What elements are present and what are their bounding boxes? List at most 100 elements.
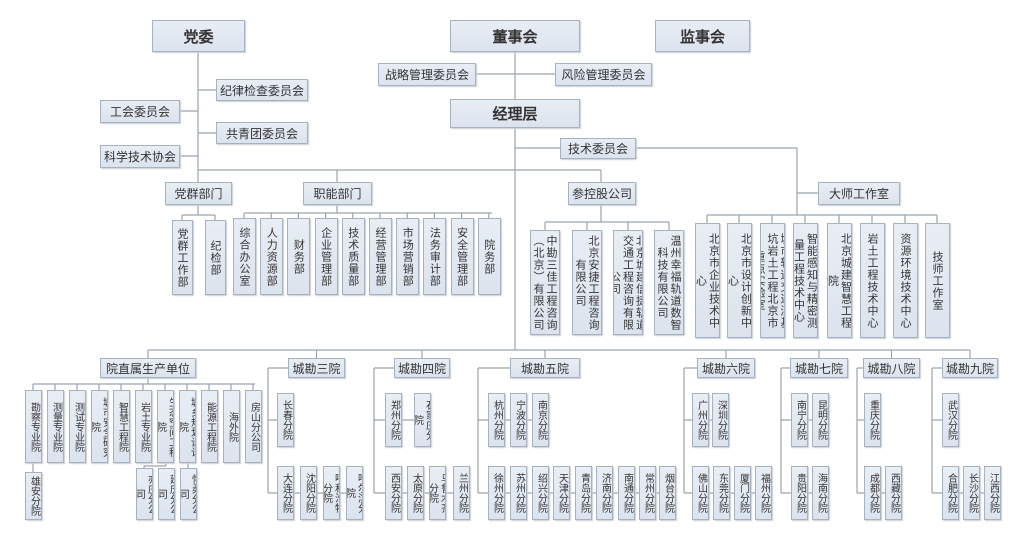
science-association-box: 科学技术协会 [100, 145, 180, 168]
branch-office-item: 南宁分院 [791, 393, 808, 447]
branch-office-item: 贵阳分院 [791, 466, 808, 520]
branch-institute-box: 城勘七院 [790, 358, 848, 378]
branch-institute-box: 城勘六院 [697, 358, 755, 378]
branch-office-item-label: 南宁分院 [794, 400, 806, 440]
branch-office-item-label: 徐州分院 [491, 473, 503, 513]
party-departments-box-label: 党群部门 [174, 187, 223, 201]
branch-office-item: 深圳分院 [712, 393, 729, 447]
tech-center-item: 智能感知与精密测量工程技术中心 [793, 223, 818, 338]
functional-dept-item-label: 企业管理部 [319, 226, 333, 287]
branch-office-item: 成都分院 [864, 466, 881, 520]
sub-branch-item: 雄安分院 [25, 472, 42, 520]
direct-unit-item: 勘察专业院 [25, 390, 42, 463]
branch-institute-box-label: 城勘四院 [397, 361, 446, 376]
direct-unit-item-label: 岩土专业院 [138, 401, 150, 452]
holding-company-item-label: 中勘三佳工程咨询（北京）有限公司 [532, 234, 558, 331]
party-committee-box: 党委 [152, 20, 245, 52]
party-departments-box: 党群部门 [165, 182, 232, 205]
board-box-label: 董事会 [492, 27, 538, 46]
direct-unit-item-label: 能源工程院 [204, 401, 216, 452]
tech-committee-box-label: 技术委员会 [567, 142, 628, 156]
direct-unit-item: 测试专业院 [69, 390, 86, 463]
branch-office-item: 东莞分院 [713, 466, 730, 520]
direct-unit-item-label: 生态空间工程院 [157, 396, 174, 457]
branch-office-item-label: 福州分院 [758, 473, 770, 513]
branch-office-item-label: 烟台分院 [662, 473, 674, 513]
tech-center-item-label: 北京市设计创新中心 [727, 232, 752, 329]
direct-unit-item: 岩土专业院 [135, 390, 152, 463]
functional-dept-item: 人力资源部 [260, 218, 284, 295]
branch-institute-box-label: 城勘八院 [867, 361, 916, 376]
branch-institute-box-label: 城勘九院 [945, 361, 994, 376]
management-box: 经理层 [450, 99, 580, 128]
sub-branch-item: 亦庄分公司 [136, 468, 153, 520]
holding-company-item: 北京安捷工程咨询有限公司 [572, 230, 602, 335]
functional-dept-item: 经营管理部 [369, 218, 392, 295]
branch-office-item-label: 成都分院 [867, 473, 879, 513]
branch-office-item-label: 天津分院 [556, 473, 568, 513]
party-dept-item-label: 党群工作部 [176, 227, 189, 288]
holding-company-item-label: 温州幸福轨道数智科技有限公司 [656, 234, 682, 331]
branch-institute-box-label: 城勘六院 [701, 361, 750, 376]
branch-office-item-label: 沈阳分院 [303, 473, 315, 513]
functional-dept-item-label: 安全管理部 [455, 226, 469, 287]
direct-unit-item-label: 测量专业院 [50, 401, 62, 452]
branch-office-item-label: 佛山分院 [695, 473, 707, 513]
holding-company-item-label: 北京安捷工程咨询有限公司 [574, 234, 600, 331]
functional-dept-item: 财务部 [287, 218, 311, 295]
branch-office-item: 徐州分院 [488, 466, 505, 520]
direct-unit-item: 生态空间工程院 [157, 390, 174, 463]
branch-office-item-label: 苏州分院 [513, 473, 525, 513]
discipline-committee-box: 纪律检查委员会 [216, 79, 308, 101]
sub-branch-item-label: 怀柔分公司 [180, 474, 197, 514]
sub-branch-item-label: 雄安分院 [28, 476, 40, 516]
tech-center-item-label: 智能感知与精密测量工程技术中心 [793, 232, 818, 329]
direct-unit-item: 城市安全研究院 [91, 390, 108, 463]
branch-office-item: 西藏分院 [885, 466, 902, 520]
branch-office-item-label: 广州分院 [695, 400, 707, 440]
branch-office-item: 宁波分院 [510, 393, 527, 447]
branch-office-item-label: 深圳分院 [715, 400, 727, 440]
holding-company-item: 中勘三佳工程咨询（北京）有限公司 [530, 230, 560, 335]
branch-office-item-label: 常州分院 [642, 473, 654, 513]
party-dept-item: 党群工作部 [172, 220, 193, 295]
holdings-box-label: 参控股公司 [571, 187, 632, 201]
branch-office-item: 郑州分院 [385, 393, 402, 447]
branch-office-item-label: 绍兴分院 [535, 473, 547, 513]
branch-office-item: 济南分院 [596, 466, 613, 520]
branch-office-item: 南京分院 [532, 393, 549, 447]
branch-office-item: 太原分院 [407, 466, 424, 520]
functional-departments-box: 职能部门 [303, 182, 372, 205]
direct-unit-item-label: 测试专业院 [72, 401, 84, 452]
direct-unit-item: 房山分公司 [245, 390, 262, 463]
branch-office-item-label: 西藏分院 [888, 473, 900, 513]
holding-company-item: 温州幸福轨道数智科技有限公司 [654, 230, 684, 335]
tech-committee-box: 技术委员会 [560, 138, 636, 159]
management-box-label: 经理层 [492, 105, 538, 123]
functional-dept-item-label: 院务部 [482, 238, 496, 275]
branch-institute-box: 城勘八院 [863, 358, 920, 378]
holding-company-item-label: 北京城建信捷轨道交通工程咨询有限公司 [613, 234, 643, 331]
branch-office-item-label: 哈尔滨分院 [346, 473, 363, 513]
tech-center-item: 北京城建智慧工程院 [827, 223, 852, 338]
branch-institute-box: 城勘三院 [288, 358, 345, 378]
direct-units-box-label: 院直属生产单位 [105, 361, 190, 376]
branch-office-item-label: 武汉分院 [945, 400, 957, 440]
functional-dept-item: 安全管理部 [450, 218, 474, 295]
tech-center-item: 城市轨道交通深基坑岩土工程北京市重点实验室 [760, 223, 785, 338]
tech-center-item-label: 北京市企业技术中心 [695, 232, 720, 329]
branch-office-item-label: 南通分院 [621, 473, 633, 513]
science-association-box-label: 科学技术协会 [103, 150, 176, 164]
branch-institute-box-label: 城勘七院 [794, 361, 843, 376]
sub-branch-item-label: 亦庄分公司 [136, 474, 153, 514]
branch-office-item-label: 西安分院 [388, 473, 400, 513]
direct-unit-item-label: 智慧工程院 [116, 401, 128, 452]
direct-unit-item: 能源工程院 [201, 390, 218, 463]
branch-office-item: 呼和浩特分院 [323, 466, 340, 520]
direct-unit-item: 城乡规划设计院 [179, 390, 196, 463]
functional-dept-item-label: 经营管理部 [374, 226, 387, 287]
branch-office-item-label: 江西分院 [987, 473, 999, 513]
branch-office-item: 西安分院 [385, 466, 402, 520]
union-committee-box-label: 工会委员会 [109, 105, 170, 119]
functional-dept-item-label: 法务审计部 [428, 226, 442, 287]
